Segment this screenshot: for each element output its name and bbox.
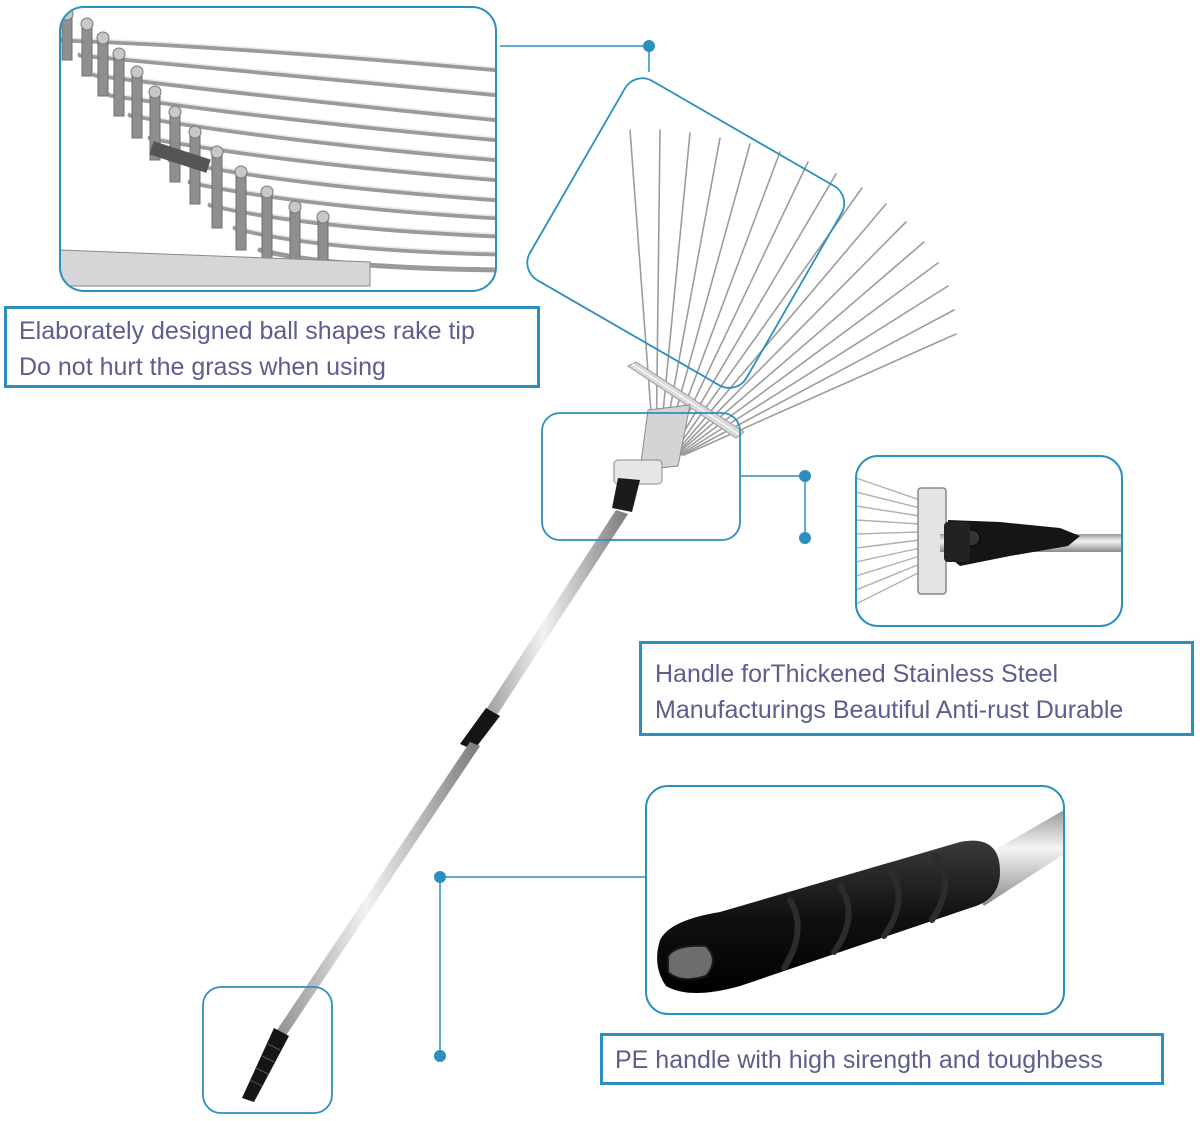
- rake-pole: [242, 510, 628, 1102]
- caption-handle-line-1: Handle forThickened Stainless Steel: [655, 660, 1059, 688]
- caption-pe-handle: PE handle with high sirength and toughbe…: [600, 1033, 1164, 1085]
- caption-rake-tip-line-1: Elaborately designed ball shapes rake ti…: [19, 317, 475, 345]
- caption-rake-tip: Elaborately designed ball shapes rake ti…: [4, 306, 540, 388]
- rake-crossbar: [627, 361, 745, 439]
- tines-highlight: [526, 77, 846, 389]
- caption-rake-tip-line-2: Do not hurt the grass when using: [19, 353, 386, 381]
- end-cap-highlight: [202, 986, 333, 1114]
- caption-handle: Handle forThickened Stainless Steel Manu…: [639, 641, 1194, 736]
- inset-pe-grip: [645, 785, 1065, 1015]
- connector-dots: [434, 40, 811, 1062]
- highlight-frames: [202, 77, 846, 1114]
- caption-handle-line-2: Manufacturings Beautiful Anti-rust Durab…: [655, 696, 1124, 724]
- inset-rake-tips: [59, 6, 497, 292]
- rake-head: [612, 404, 691, 512]
- caption-pe-handle-line-1: PE handle with high sirength and toughbe…: [615, 1046, 1103, 1074]
- joint-highlight: [541, 412, 741, 541]
- inset-handle-joint: [855, 455, 1123, 627]
